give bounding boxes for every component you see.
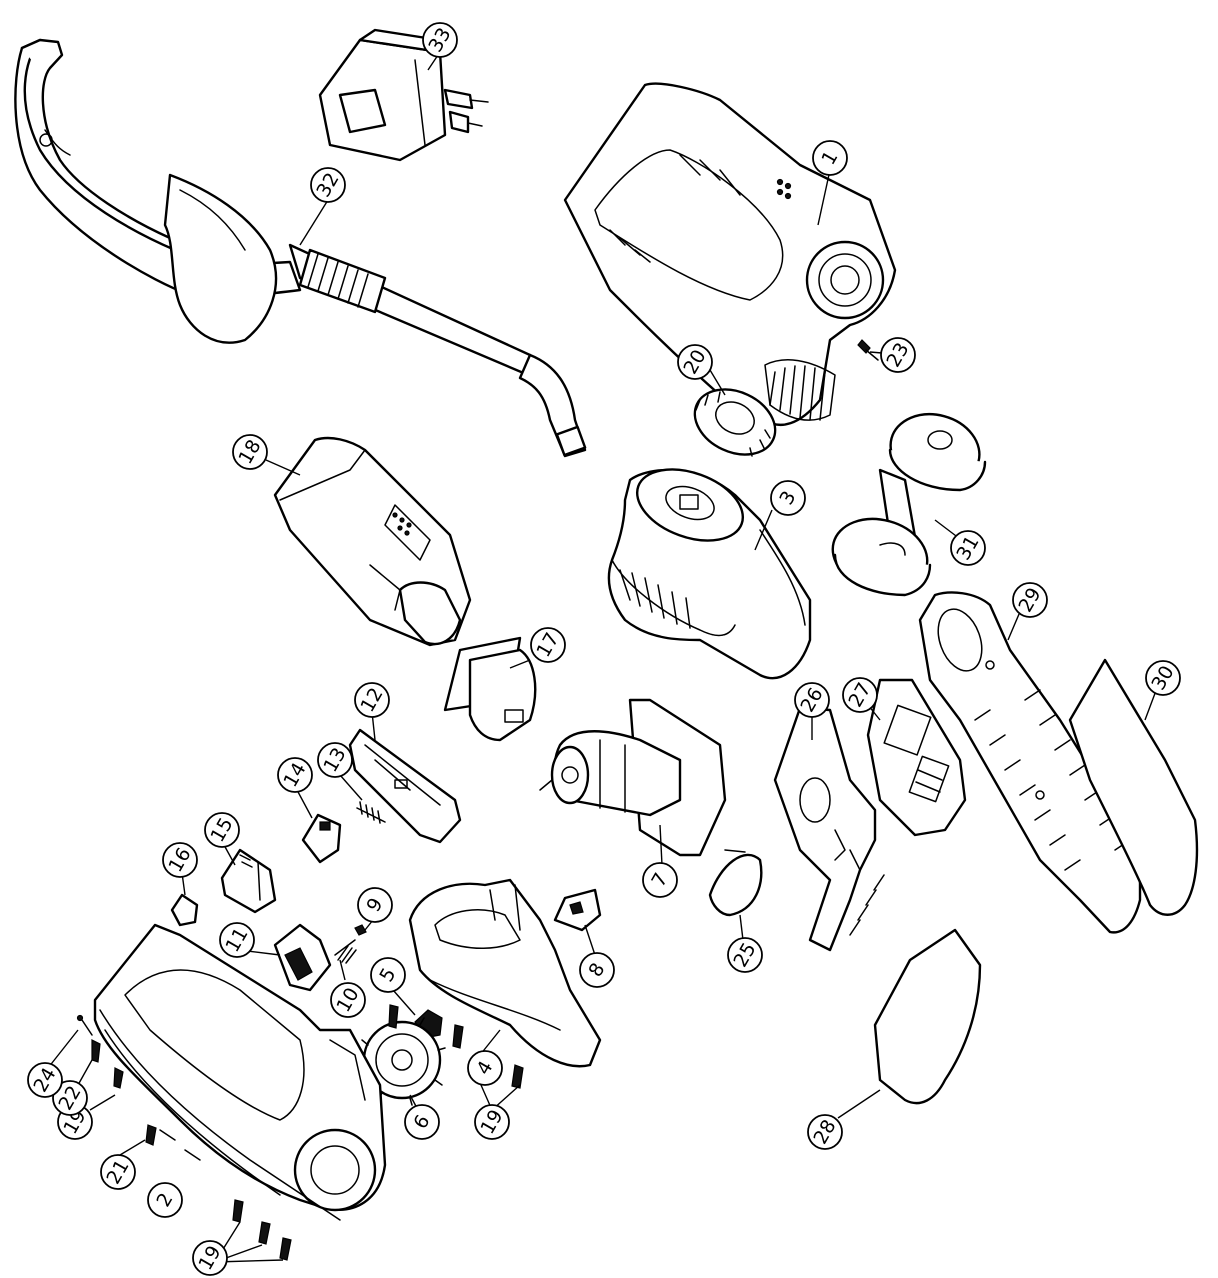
callout-28: 28 bbox=[807, 1114, 843, 1150]
part-17-battery-terminal bbox=[443, 636, 537, 742]
part-28-shear-cover bbox=[873, 928, 982, 1105]
callout-4: 4 bbox=[467, 1050, 503, 1086]
part-25-cover bbox=[708, 849, 763, 917]
part-33-charger bbox=[318, 28, 489, 162]
part-22-screw bbox=[91, 1039, 101, 1063]
part-3-gear-housing bbox=[607, 468, 812, 680]
callout-10: 10 bbox=[330, 982, 366, 1018]
part-19-screw-bottom bbox=[232, 1199, 292, 1261]
part-32-extension-handle bbox=[14, 38, 587, 458]
callout-20: 20 bbox=[677, 344, 713, 380]
part-24-screw bbox=[76, 1014, 93, 1036]
callout-11: 11 bbox=[219, 922, 255, 958]
callout-32: 32 bbox=[310, 167, 346, 203]
callout-1: 1 bbox=[812, 140, 848, 176]
part-9-pin bbox=[354, 924, 367, 936]
part-1-upper-housing bbox=[563, 82, 897, 427]
callout-14: 14 bbox=[277, 757, 313, 793]
callout-30: 30 bbox=[1145, 660, 1181, 696]
part-8-bracket bbox=[553, 888, 602, 932]
callout-2: 2 bbox=[147, 1182, 183, 1218]
callout-9: 9 bbox=[357, 887, 393, 923]
callout-23: 23 bbox=[880, 337, 916, 373]
part-31-wheel-assembly bbox=[831, 413, 987, 597]
part-13-spring bbox=[356, 801, 386, 824]
part-21-screw bbox=[145, 1124, 157, 1146]
callout-18: 18 bbox=[232, 434, 268, 470]
part-14-trigger bbox=[301, 813, 342, 864]
part-19-screw-center bbox=[388, 1004, 524, 1089]
part-15-switch bbox=[220, 848, 277, 914]
callout-26: 26 bbox=[794, 682, 830, 718]
callout-17: 17 bbox=[530, 627, 566, 663]
callout-21: 21 bbox=[100, 1154, 136, 1190]
callout-16: 16 bbox=[162, 842, 198, 878]
callout-24: 24 bbox=[27, 1062, 63, 1098]
part-26-blade-plate bbox=[773, 706, 885, 952]
part-18-battery-pack bbox=[273, 436, 472, 647]
part-12-switch-housing bbox=[348, 728, 462, 844]
callout-5: 5 bbox=[370, 957, 406, 993]
part-10-spring bbox=[334, 939, 357, 964]
callout-29: 29 bbox=[1012, 582, 1048, 618]
part-16-clip bbox=[170, 893, 199, 927]
part-30-blade-cover bbox=[1068, 658, 1199, 916]
callout-15: 15 bbox=[204, 812, 240, 848]
callout-13: 13 bbox=[317, 742, 353, 778]
part-2-lower-handle-housing bbox=[93, 923, 387, 1221]
callout-7: 7 bbox=[642, 862, 678, 898]
part-20-gear bbox=[693, 388, 777, 457]
callout-12: 12 bbox=[354, 682, 390, 718]
part-19-screw-left bbox=[113, 1067, 124, 1089]
part-11-lock-button bbox=[273, 923, 332, 992]
callout-6: 6 bbox=[404, 1104, 440, 1140]
part-27-blade-drive bbox=[866, 678, 967, 837]
callout-33: 33 bbox=[422, 22, 458, 58]
callout-19-bottom: 19 bbox=[192, 1240, 228, 1276]
callout-8: 8 bbox=[579, 952, 615, 988]
callout-19-center: 19 bbox=[474, 1104, 510, 1140]
callout-3: 3 bbox=[770, 480, 806, 516]
part-29-hedge-blade bbox=[918, 591, 1142, 934]
callout-27: 27 bbox=[842, 677, 878, 713]
callout-25: 25 bbox=[727, 937, 763, 973]
part-4-lower-housing bbox=[408, 878, 602, 1068]
callout-31: 31 bbox=[950, 530, 986, 566]
part-23-screw bbox=[857, 339, 879, 361]
part-7-motor bbox=[539, 698, 727, 857]
